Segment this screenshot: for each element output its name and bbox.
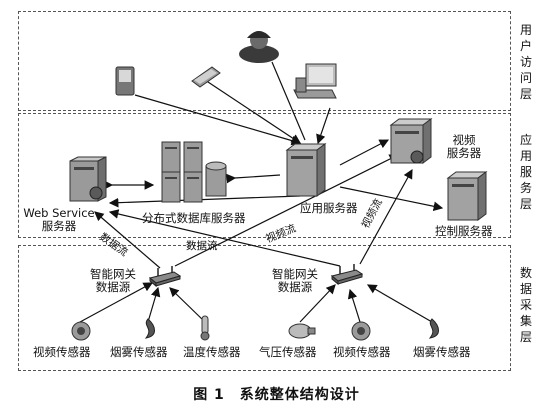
smoke-sensor-icon (144, 318, 155, 339)
pda-device-icon (115, 66, 135, 96)
data-collection-layer-box (18, 245, 511, 371)
figure-caption: 图 1 系统整体结构设计 (193, 387, 360, 403)
web-service-server-icon (69, 156, 107, 202)
application-service-layer-box (18, 113, 511, 238)
control-server-label: 控制服务器 (435, 224, 493, 238)
temperature-sensor-icon (200, 315, 210, 341)
sensor-label-air-pressure: 气压传感器 (259, 345, 317, 359)
sensor-label-video-1: 视频传感器 (33, 345, 91, 359)
user-access-layer-label: 用户访问层 (519, 23, 532, 101)
video-camera-sensor-icon-2 (351, 321, 371, 341)
database-server-cluster-icon (161, 141, 227, 203)
sensor-label-smoke-1: 烟雾传感器 (110, 345, 168, 359)
sensor-label-temperature: 温度传感器 (183, 345, 241, 359)
video-server-icon (389, 118, 433, 164)
video-server-label: 视频 服务器 (446, 133, 482, 160)
video-camera-sensor-icon (71, 321, 91, 341)
user-avatar-icon (239, 31, 279, 63)
application-server-label: 应用服务器 (300, 201, 358, 215)
smart-gateway-label-1: 智能网关 数据源 (90, 267, 136, 294)
sensor-label-video-2: 视频传感器 (333, 345, 391, 359)
distributed-database-server-label: 分布式数据库服务器 (142, 211, 246, 225)
air-pressure-sensor-icon (288, 323, 316, 339)
data-flow-label-2: 数据流 (186, 240, 218, 252)
laptop-icon (191, 66, 221, 88)
desktop-computer-icon (293, 63, 337, 99)
smart-gateway-router-icon-1 (148, 266, 182, 288)
control-server-icon (446, 171, 488, 221)
web-service-server-label: Web Service 服务器 (23, 206, 95, 233)
user-access-layer-box (18, 11, 511, 111)
data-collection-layer-label: 数据采集层 (519, 266, 532, 344)
sensor-label-smoke-2: 烟雾传感器 (413, 345, 471, 359)
smart-gateway-label-2: 智能网关 数据源 (272, 267, 318, 294)
application-service-layer-label: 应用服务层 (519, 133, 532, 211)
smart-gateway-router-icon-2 (330, 264, 364, 286)
smoke-sensor-icon-2 (428, 318, 439, 339)
application-server-icon (285, 143, 327, 197)
